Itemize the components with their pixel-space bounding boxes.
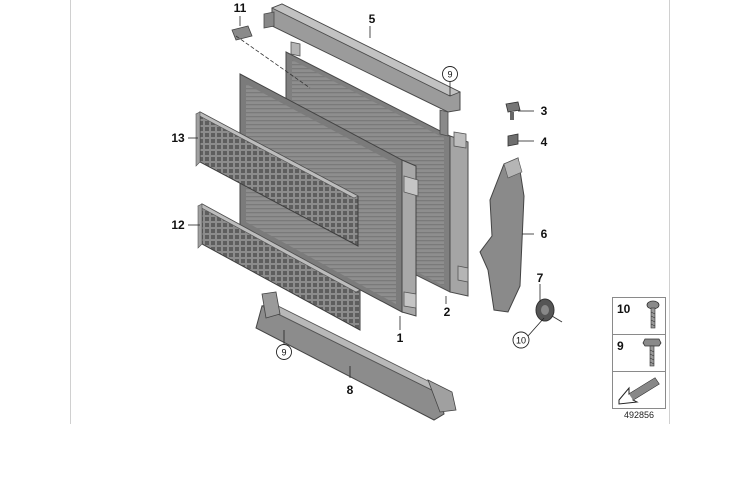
circled-label: 9: [447, 70, 452, 80]
legend-cell-screw: 10: [613, 298, 665, 335]
circled-callout: 9: [276, 344, 292, 360]
legend-number: 9: [617, 339, 624, 353]
callout-label: 11: [234, 1, 247, 15]
circled-label: 9: [281, 348, 286, 358]
callout-label: 12: [171, 218, 185, 232]
legend-cell-bolt: 9: [613, 335, 665, 372]
circled-callout: 9: [442, 66, 458, 82]
side-bracket: [479, 157, 525, 313]
callout-label: 5: [369, 12, 376, 26]
leader-lines: [188, 16, 545, 378]
callout-label: 2: [444, 305, 451, 319]
bolt-icon: [642, 338, 662, 367]
bracket-knob: [535, 298, 563, 323]
fitting-3: [505, 101, 521, 120]
callout-label: 1: [397, 331, 404, 345]
bottom-rail: [255, 291, 457, 421]
part-number: 492856: [624, 410, 655, 420]
callout-label: 3: [541, 104, 548, 118]
legend-number: 10: [617, 302, 631, 316]
callout-label: 7: [537, 271, 544, 285]
callout-label: 6: [541, 227, 548, 241]
circled-label: 10: [516, 336, 526, 346]
legend-cell-arrow: [613, 372, 665, 408]
lower-grille: [197, 203, 361, 331]
fastener-legend: 10 9: [612, 297, 666, 409]
frame-line-left: [70, 0, 71, 424]
fitting-4: [507, 133, 519, 147]
clip-11: [231, 25, 311, 89]
callout-label: 8: [347, 383, 354, 397]
callout-label: 4: [541, 135, 548, 149]
callout-label: 13: [171, 131, 185, 145]
circled-callout: 10: [512, 331, 530, 349]
upper-grille: [195, 111, 359, 247]
screw-icon: [646, 300, 660, 329]
frame-line-right: [669, 0, 670, 424]
arrow-icon: [618, 377, 660, 405]
top-cover: [263, 3, 461, 137]
